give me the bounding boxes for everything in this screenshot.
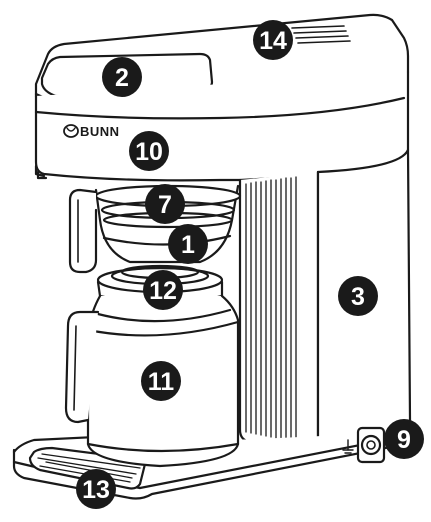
svg-text:11: 11 [148, 368, 175, 396]
callout-2: 2 [102, 57, 142, 97]
callout-14: 14 [253, 20, 293, 60]
power-switch[interactable] [356, 426, 386, 464]
callout-1: 1 [168, 224, 208, 264]
callout-3: 3 [338, 276, 378, 316]
svg-text:1: 1 [181, 231, 195, 259]
ground-icon [342, 439, 354, 454]
lid-panel [40, 52, 214, 102]
callout-12: 12 [143, 270, 183, 310]
power-icon[interactable] [360, 434, 382, 456]
bunn-logo: BUNN [63, 124, 120, 139]
funnel-handle [68, 188, 98, 274]
svg-text:12: 12 [149, 277, 177, 305]
callout-10: 10 [129, 131, 169, 171]
side-vent-ribs [245, 176, 297, 443]
carafe-handle [64, 310, 100, 424]
callout-7: 7 [145, 184, 185, 224]
svg-text:2: 2 [115, 64, 129, 92]
callout-9: 9 [384, 419, 424, 459]
callout-11: 11 [141, 361, 181, 401]
svg-text:9: 9 [397, 426, 411, 454]
top-vent [291, 25, 351, 44]
svg-text:10: 10 [135, 138, 163, 166]
front-fascia [34, 70, 410, 182]
logo-text: BUNN [80, 124, 120, 139]
svg-text:3: 3 [351, 283, 365, 311]
svg-text:13: 13 [82, 476, 110, 504]
svg-text:7: 7 [158, 191, 172, 219]
svg-text:14: 14 [259, 27, 287, 55]
callout-13: 13 [76, 469, 116, 509]
